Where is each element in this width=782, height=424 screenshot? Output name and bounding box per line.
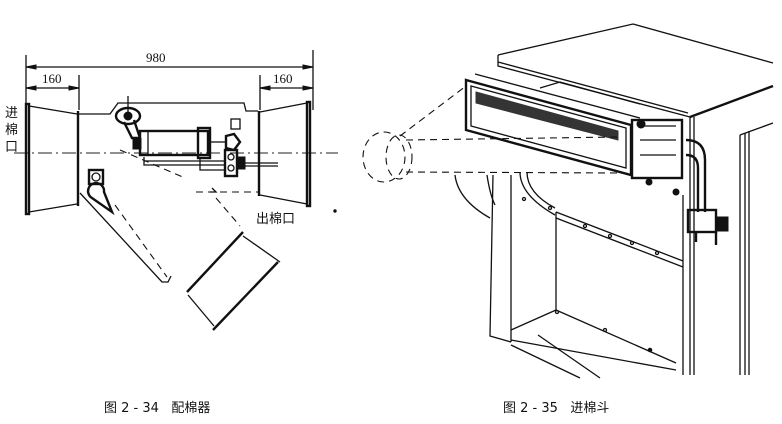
curved-duct (454, 171, 556, 219)
solenoid-valve (686, 208, 729, 245)
caption-number: 图 2 - 34 (104, 401, 159, 416)
outlet-label: 出棉口 (256, 212, 295, 227)
projection-lines (362, 85, 619, 183)
figure-2-35-caption: 图 2 - 35 进棉斗 (503, 397, 609, 416)
dimension-160-inlet-label: 160 (42, 71, 62, 86)
inlet-label-char-1: 进 (5, 106, 18, 121)
flap-mechanism (86, 168, 115, 216)
small-box (230, 118, 241, 130)
guide-tick (210, 187, 218, 193)
valve-assembly (143, 148, 278, 178)
crank-wheel (114, 96, 142, 140)
inlet-label-char-2: 棉 (5, 123, 18, 138)
figure-2-34-cotton-distributor: 980 160 160 进 棉 口 (5, 50, 338, 331)
figure-2-35-feed-hopper (362, 23, 774, 379)
feed-throat (464, 73, 641, 177)
cabinet-top (497, 23, 774, 375)
air-hose (685, 138, 707, 212)
dimension-overall: 980 (25, 50, 314, 110)
outlet-cone (257, 100, 312, 208)
dimension-inlet: 160 (25, 71, 80, 110)
dimension-160-outlet-label: 160 (273, 71, 293, 86)
figure-2-34-caption: 图 2 - 34 配棉器 (104, 397, 210, 416)
guide-dash-3 (114, 204, 168, 278)
caption-number: 图 2 - 35 (503, 401, 558, 416)
cabinet-side (739, 122, 774, 375)
dimension-980-label: 980 (146, 50, 166, 65)
dimension-outlet: 160 (259, 71, 314, 110)
body-top-outline (79, 102, 258, 115)
caption-title: 配棉器 (171, 401, 211, 416)
pneumatic-cylinder (132, 126, 242, 160)
dot-mark (333, 209, 337, 213)
branch-outlet (79, 192, 281, 331)
caption-title: 进棉斗 (570, 401, 610, 416)
inlet-cone (24, 102, 80, 216)
support-frame (489, 174, 684, 379)
feed-drive-mechanism (630, 118, 684, 196)
guide-dash-4 (215, 197, 241, 227)
inlet-label-char-3: 口 (5, 140, 18, 155)
